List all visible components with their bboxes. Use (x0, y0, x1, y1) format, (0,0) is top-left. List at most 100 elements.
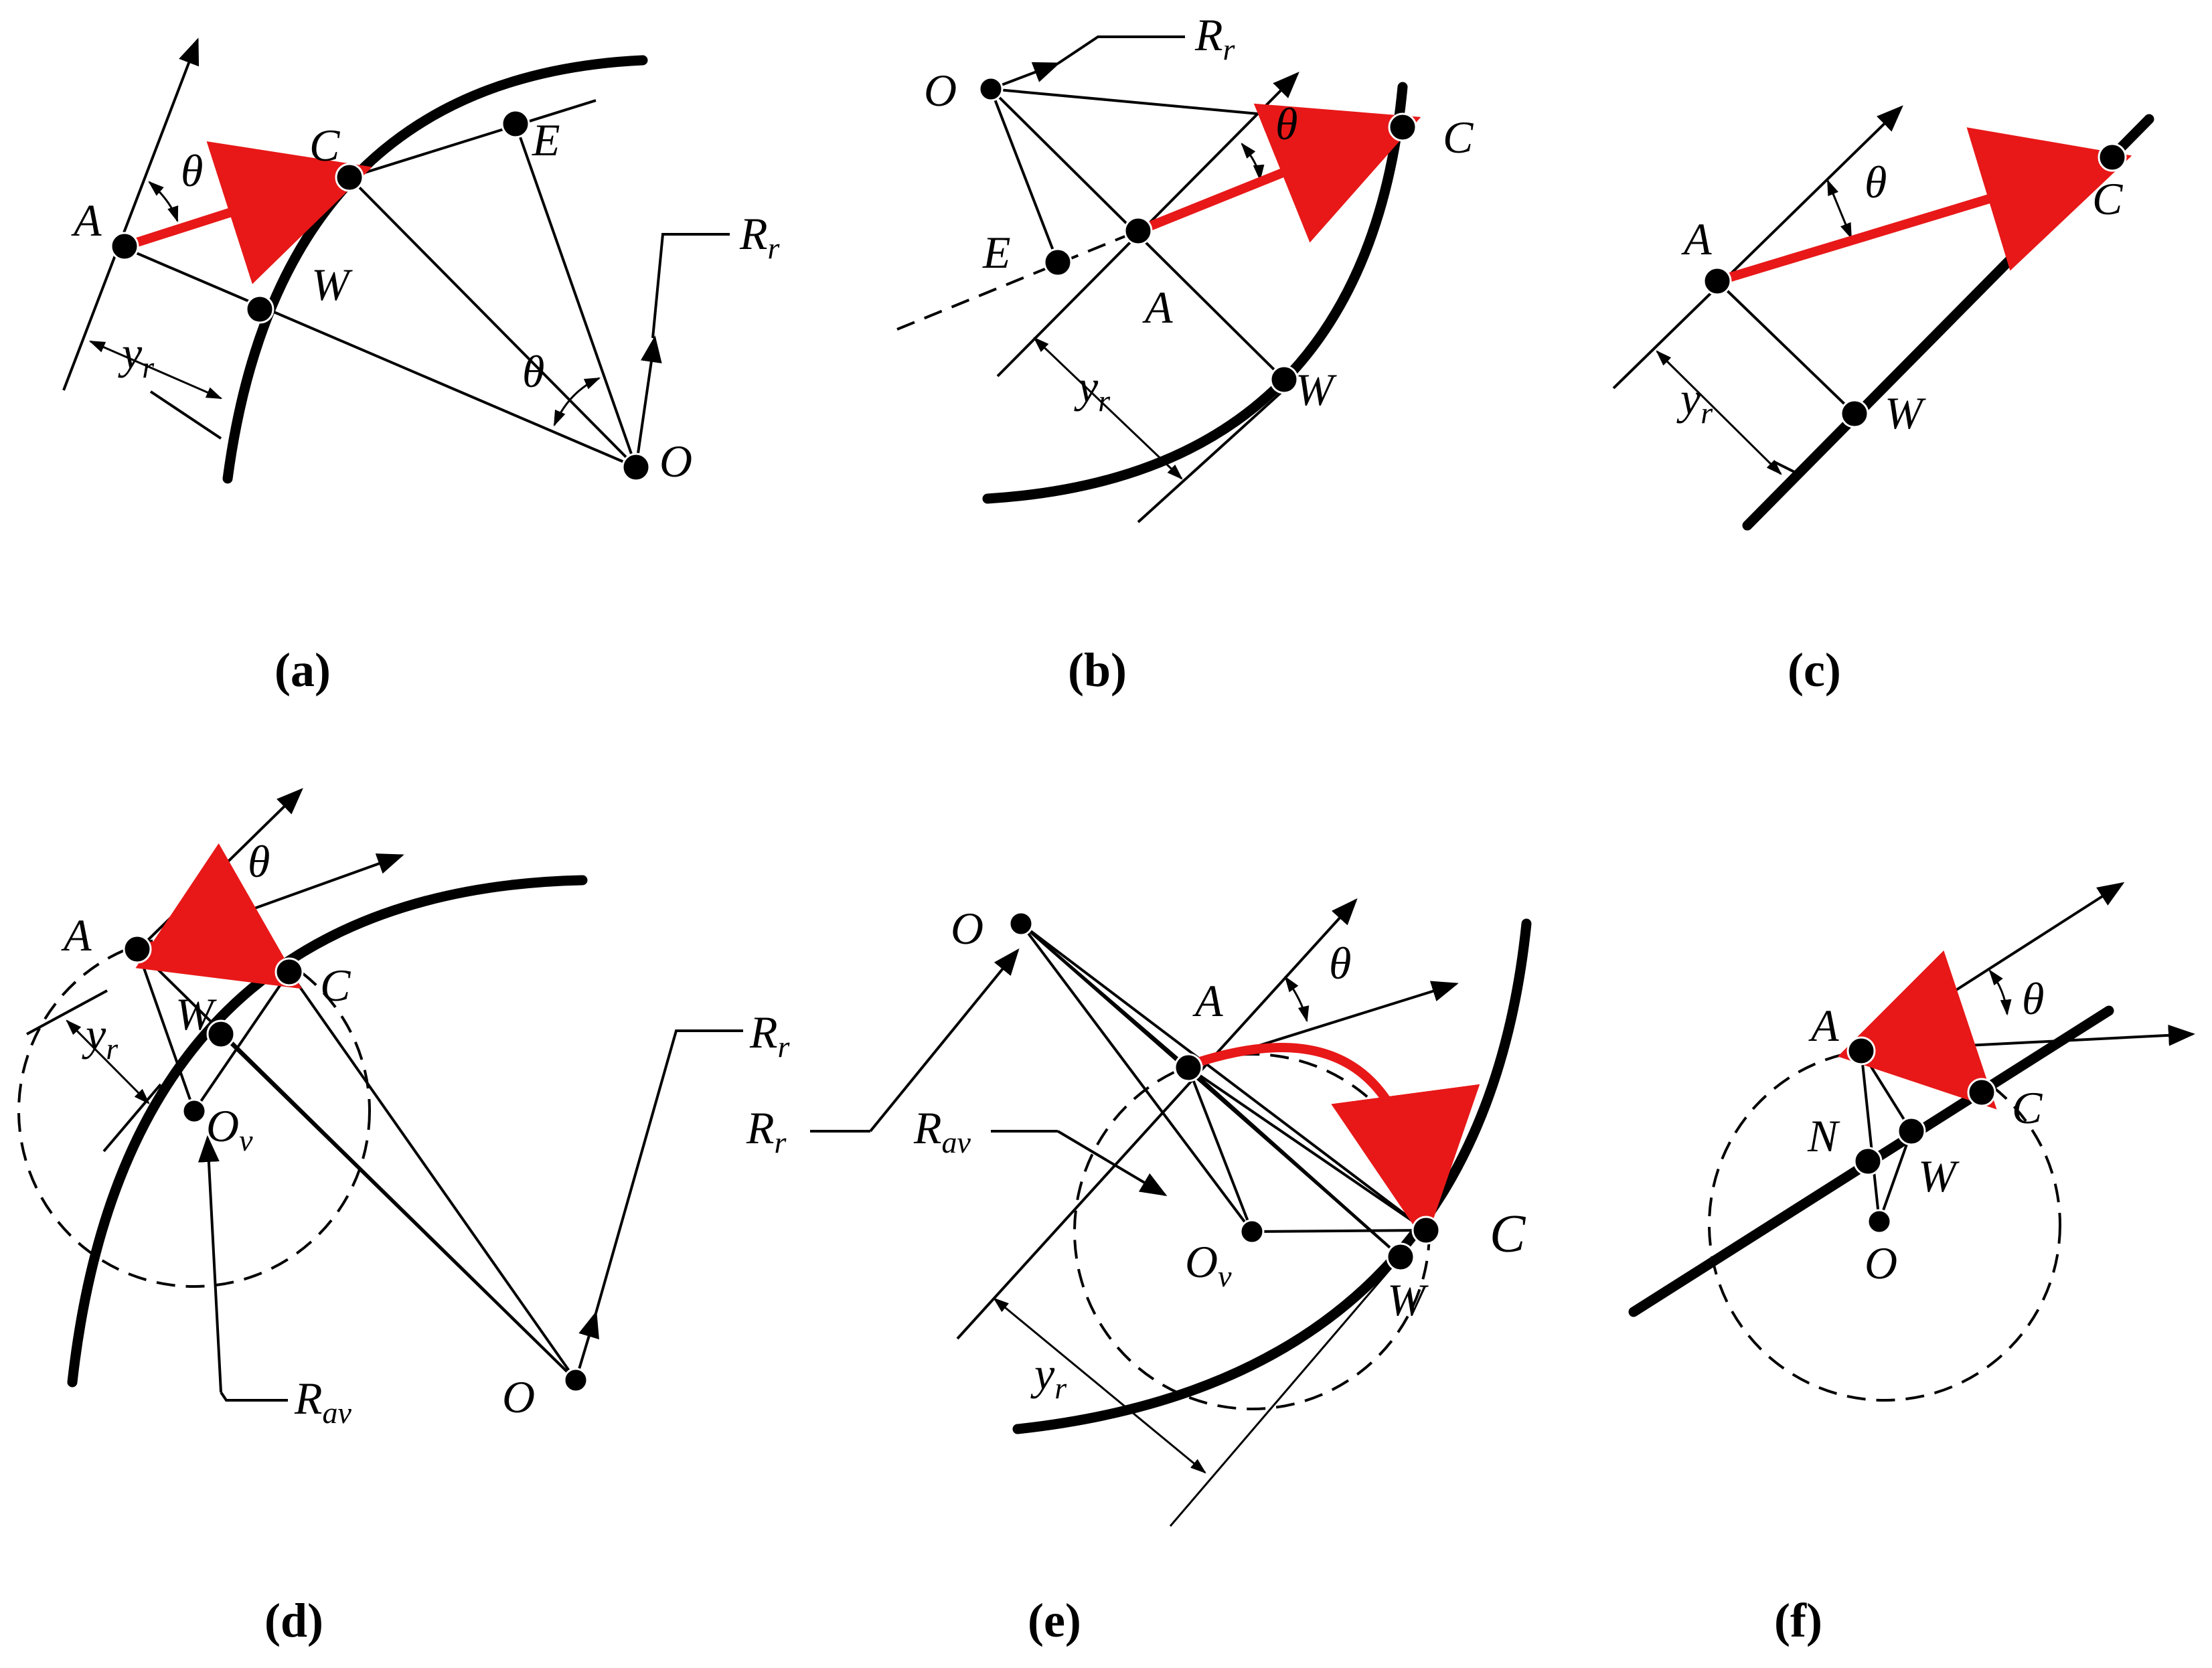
label-a: A (1142, 282, 1173, 333)
point-a (1703, 266, 1732, 296)
point-c (1411, 1216, 1441, 1245)
path-arrow (1136, 103, 1421, 243)
caption-d: (d) (264, 1594, 323, 1647)
radius-leader (651, 233, 730, 339)
label-yr: yr (1030, 1348, 1067, 1405)
yr-dimension (88, 340, 223, 400)
point-ov (1239, 1219, 1265, 1244)
point-a (1123, 216, 1153, 246)
path-arrow (1190, 1043, 1480, 1243)
label-a: A (61, 910, 92, 961)
caption-c: (c) (1788, 643, 1841, 697)
line-c-e (349, 99, 597, 179)
label-e: E (532, 114, 560, 165)
path-arrow (1715, 127, 2132, 286)
path-arrow (135, 843, 302, 989)
label-n: N (1807, 1110, 1840, 1161)
label-rr: Rr (746, 1102, 787, 1159)
line-w-o (220, 1033, 577, 1382)
rr-arrow (869, 948, 1020, 1133)
label-theta: θ (1275, 98, 1297, 149)
point-o (563, 1367, 588, 1393)
line-o-c (990, 88, 1403, 129)
theta-arc (1284, 976, 1310, 1023)
point-a (123, 934, 152, 964)
line-a-w (1716, 280, 1856, 415)
rav-leader (220, 1391, 288, 1402)
caption-f: (f) (1774, 1594, 1822, 1647)
yr-dimension (66, 1019, 150, 1104)
wall-offset-line (1169, 1256, 1402, 1527)
yr-dimension (1656, 350, 1782, 475)
point-o (1867, 1209, 1892, 1234)
label-theta: θ (1329, 938, 1351, 989)
label-o: O (924, 65, 957, 116)
label-c: C (320, 960, 351, 1011)
wall-offset-line (1137, 390, 1283, 523)
label-o: O (502, 1371, 535, 1422)
line-e-o (514, 123, 637, 468)
label-c: C (2092, 173, 2123, 224)
label-w: W (1885, 388, 1926, 438)
label-o: O (659, 436, 692, 487)
label-ov: Ov (206, 1100, 253, 1157)
label-w: W (175, 989, 217, 1039)
label-yr: yr (118, 327, 155, 384)
path-arrow (1837, 950, 1997, 1110)
radius-leader (1056, 35, 1185, 65)
wall-offset-line-2 (102, 1083, 162, 1153)
tangent-line (1612, 105, 1903, 390)
tangent-line-1 (956, 898, 1358, 1340)
extension-dashed (896, 230, 1139, 331)
label-a: A (71, 195, 102, 246)
panel-a: A C E W O θ θ yr Rr (a) (62, 37, 781, 697)
label-rr: Rr (1194, 9, 1236, 66)
point-w (1269, 365, 1299, 394)
label-theta: θ (1865, 157, 1887, 207)
label-w: W (1295, 364, 1337, 415)
line-c-o (348, 176, 637, 469)
radius-leader (595, 1029, 743, 1314)
theta-arc (1988, 969, 2012, 1016)
label-theta-bottom: θ (522, 346, 544, 397)
line-ov-c (193, 971, 291, 1112)
label-e: E (982, 227, 1011, 278)
point-c (1967, 1078, 1996, 1107)
tangent-line (62, 37, 200, 391)
label-yr: yr (1676, 373, 1713, 430)
label-c: C (1443, 112, 1474, 163)
label-rav: Rav (913, 1102, 971, 1159)
label-a: A (1681, 214, 1712, 264)
line-ov-c (1251, 1229, 1427, 1233)
point-a (1846, 1036, 1876, 1066)
tangent-line-1 (136, 788, 303, 952)
caption-a: (a) (274, 643, 331, 697)
point-w (206, 1019, 236, 1049)
label-ov: Ov (1185, 1236, 1232, 1293)
line-o-ov (1020, 922, 1253, 1233)
label-rr: Rr (739, 208, 781, 265)
point-e (501, 109, 530, 139)
point-a (1174, 1053, 1203, 1082)
point-ov (181, 1098, 207, 1124)
label-theta-top: θ (181, 145, 203, 196)
rav-arrow (198, 1135, 222, 1393)
label-o: O (1865, 1238, 1897, 1288)
panel-b: O C E A W θ yr Rr (b) (896, 9, 1474, 697)
line-o-e (990, 88, 1059, 263)
point-w (245, 295, 274, 324)
label-w: W (1387, 1274, 1429, 1325)
point-c (1388, 112, 1417, 142)
label-c: C (309, 120, 340, 171)
point-o (978, 76, 1004, 102)
theta-arc (223, 869, 244, 907)
line-w-o (1878, 1131, 1913, 1222)
wall-offset-line (26, 989, 108, 1035)
label-a: A (1192, 975, 1223, 1026)
point-w (1386, 1242, 1415, 1272)
panel-c: A C W θ yr (c) (1612, 105, 2154, 697)
yr-dimension (993, 1297, 1206, 1474)
wall-curve (1012, 918, 1532, 1434)
path-arrow (123, 141, 372, 284)
